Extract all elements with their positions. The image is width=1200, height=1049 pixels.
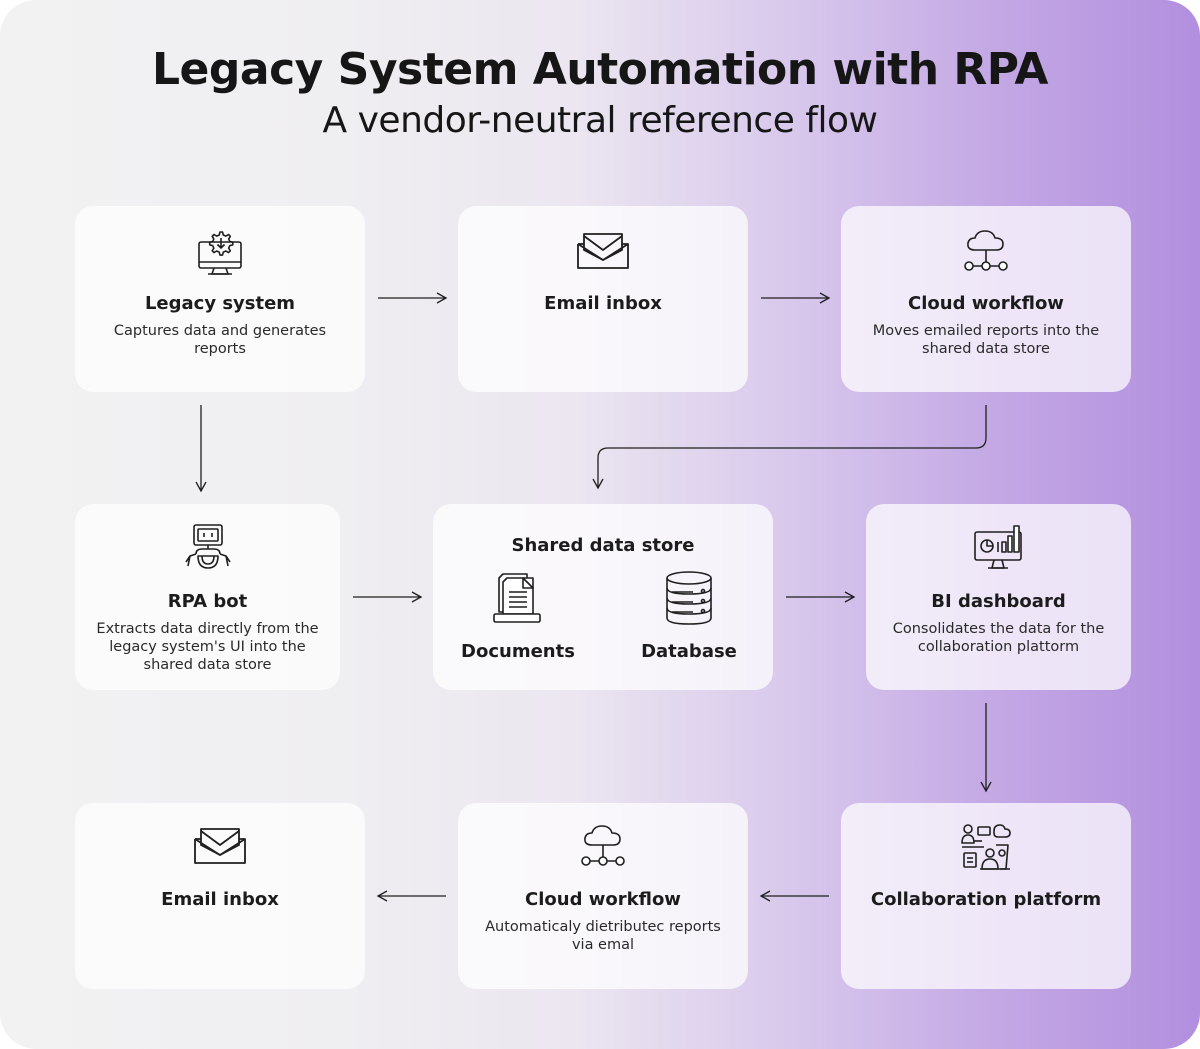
documents-label: Documents [461,641,575,662]
legacy-system-title: Legacy system [144,293,296,314]
legacy-system-desc-line2: reports [194,341,246,357]
rpa-bot-desc-line3: shared data store [143,657,272,673]
monitor-gear-icon [198,231,242,275]
legacy-system-desc-line1: Captures data and generates [113,323,327,339]
envelope-icon [194,828,246,864]
document-tray-icon [493,573,541,623]
database-icon [666,571,712,625]
arrow-cloud-to-datastore [592,405,987,490]
cloud-network-icon [581,825,625,866]
cloud-workflow-bottom-desc-line2: via emal [571,937,635,953]
dashboard-chart-icon [973,525,1022,569]
robot-icon [184,524,231,569]
database-label: Database [641,641,737,662]
rpa-bot-desc-line1: Extracts data directly from the [96,621,319,637]
node-email-inbox-bottom: Email inbox [75,803,365,989]
bi-dashboard-desc-line1: Consolidates the data for the [892,621,1105,637]
node-rpa-bot: RPA bot Extracts data directly from the … [75,504,340,690]
cloud-workflow-bottom-title: Cloud workflow [525,889,681,910]
cloud-workflow-top-desc-line2: shared data store [922,341,1050,357]
cloud-network-icon [964,230,1008,271]
email-inbox-top-title: Email inbox [544,293,662,314]
envelope-icon [577,233,629,269]
node-legacy-system: Legacy system Captures data and generate… [75,206,365,392]
page-subtitle: A vendor-neutral reference flow [322,100,878,141]
node-cloud-workflow-top: Cloud workflow Moves emailed reports int… [841,206,1131,392]
node-email-inbox-top: Email inbox [458,206,748,392]
cloud-workflow-top-title: Cloud workflow [908,293,1064,314]
bi-dashboard-desc-line2: collaboration plattorm [917,639,1080,655]
rpa-bot-title: RPA bot [167,591,248,612]
email-inbox-bottom-title: Email inbox [161,889,279,910]
node-bi-dashboard: BI dashboard Consolidates the data for t… [866,504,1131,690]
node-cloud-workflow-bottom: Cloud workflow Automaticaly dietributec … [458,803,748,989]
cloud-workflow-bottom-desc-line1: Automaticaly dietributec reports [485,919,721,935]
rpa-bot-desc-line2: legacy system's UI into the [109,639,306,655]
collaboration-platform-title: Collaboration platform [870,889,1102,910]
shared-data-store-title: Shared data store [511,535,695,556]
node-shared-data-store: Shared data store Documents [433,504,773,690]
page-title: Legacy System Automation with RPA [152,44,1048,95]
node-collaboration-platform: Collaboration platform [841,803,1131,989]
team-collaboration-icon [961,824,1011,870]
bi-dashboard-title: BI dashboard [931,591,1066,612]
cloud-workflow-top-desc-line1: Moves emailed reports into the [872,323,1100,339]
